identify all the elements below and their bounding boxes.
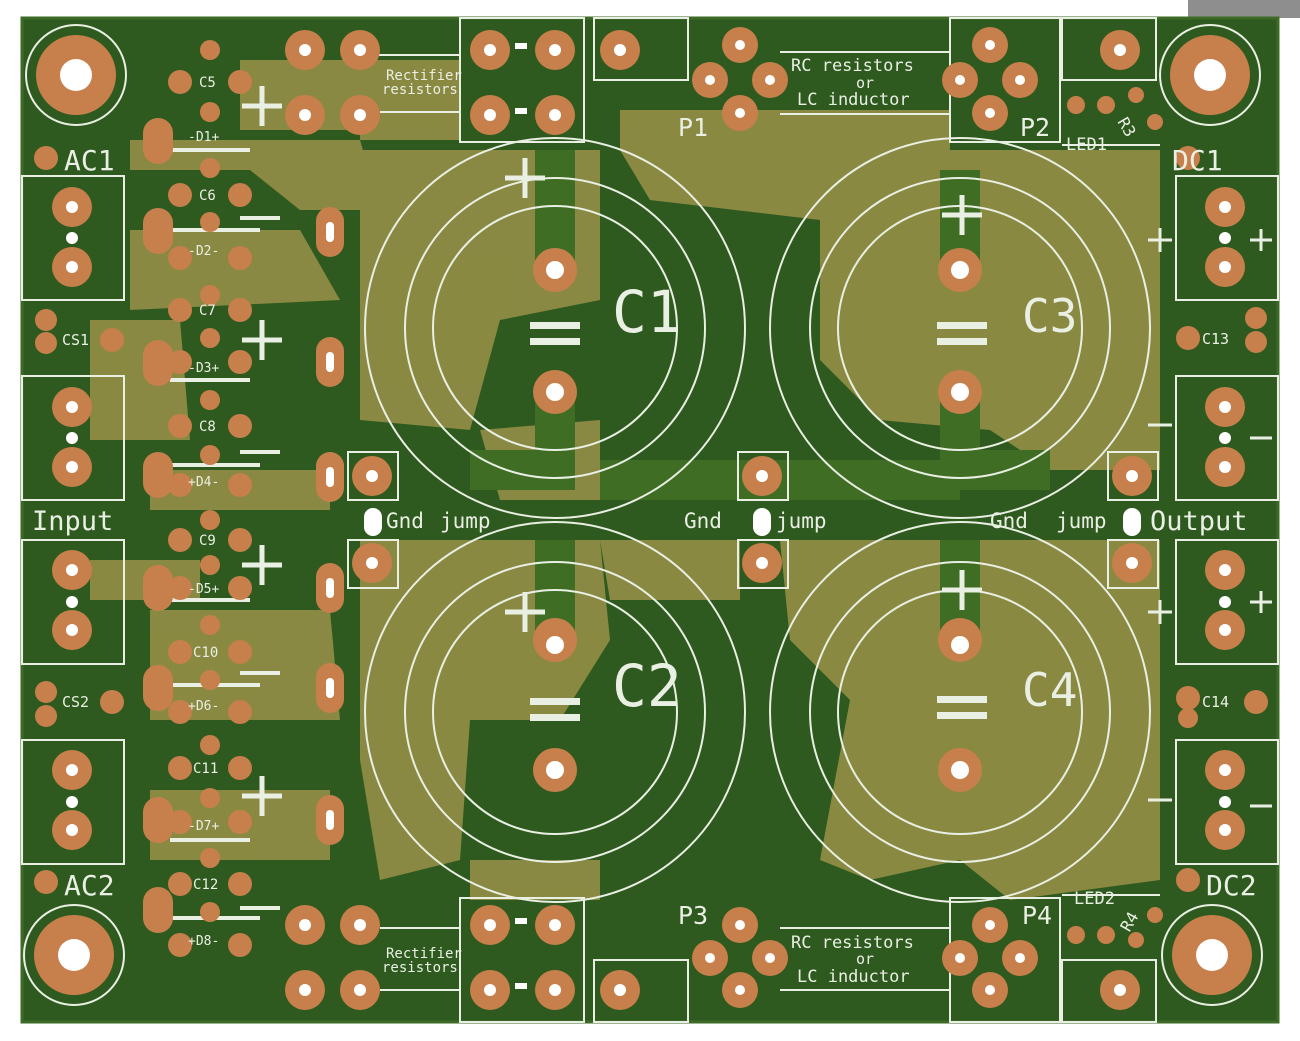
mounting-hole-top-right	[1159, 24, 1261, 126]
label-or-bottom: or	[856, 950, 874, 968]
label-dc1: DC1	[1172, 144, 1223, 177]
label-d3: -D3+	[188, 361, 219, 376]
label-c1: C1	[612, 278, 682, 346]
label-d2: -D2-	[188, 244, 219, 259]
label-d6: +D6-	[188, 699, 219, 714]
mounting-holes	[23, 24, 1263, 1006]
label-gnd-mid: Gnd	[684, 509, 722, 533]
label-rectifier-bottom: Rectifier	[386, 946, 462, 962]
label-rc-resistors-top: RC resistors	[791, 56, 914, 76]
label-c13: C13	[1202, 330, 1229, 348]
label-d8: +D8-	[188, 934, 219, 949]
diode-outlines	[170, 148, 280, 920]
window-corner-tab	[1188, 0, 1300, 18]
label-jump-mid: jump	[776, 509, 827, 533]
label-c2: C2	[612, 652, 682, 720]
label-or-top: or	[856, 74, 874, 92]
silkscreen-labels: AC1 AC2 DC1 DC2 Input Output CS1 CS2 C13…	[32, 56, 1257, 987]
label-d4: +D4-	[188, 475, 219, 490]
label-led1: LED1	[1066, 135, 1107, 155]
plus-minus-marks-right	[1148, 228, 1272, 808]
label-ac2: AC2	[64, 869, 115, 902]
label-gnd-left: Gnd	[386, 509, 424, 533]
jump-ovals	[364, 508, 1141, 536]
label-lc-inductor-bottom: LC inductor	[797, 967, 910, 987]
label-c12: C12	[193, 877, 218, 893]
label-p1: P1	[678, 113, 708, 142]
mounting-hole-top-left	[25, 24, 127, 126]
label-c4: C4	[1022, 663, 1077, 717]
label-ac1: AC1	[64, 144, 115, 177]
label-jump-left: jump	[440, 509, 491, 533]
mounting-hole-bottom-left	[23, 904, 125, 1006]
label-c10: C10	[193, 645, 218, 661]
connector-pin-dots	[66, 43, 1231, 989]
label-rectifier-top: Rectifier	[386, 68, 462, 84]
label-c3: C3	[1022, 289, 1077, 343]
label-jump-right: jump	[1056, 509, 1107, 533]
capacitor-outlines	[364, 137, 1151, 903]
label-c11: C11	[193, 761, 218, 777]
label-c14: C14	[1202, 693, 1229, 711]
label-d1: -D1+	[188, 130, 219, 145]
label-cs1: CS1	[62, 331, 89, 349]
label-c6: C6	[199, 188, 216, 204]
label-p4: P4	[1022, 901, 1052, 930]
label-d7: -D7+	[188, 819, 219, 834]
label-d5: -D5+	[188, 582, 219, 597]
label-resistors-top: resistors	[382, 82, 458, 98]
label-cs2: CS2	[62, 693, 89, 711]
drill-holes	[66, 40, 1231, 996]
label-c8: C8	[199, 419, 216, 435]
plus-marks-left	[242, 86, 282, 816]
silkscreen-lines	[22, 51, 1278, 991]
label-lc-inductor-top: LC inductor	[797, 90, 910, 110]
label-c7: C7	[199, 303, 216, 319]
label-output: Output	[1150, 506, 1248, 537]
label-c5: C5	[199, 75, 216, 91]
label-dc2: DC2	[1206, 869, 1257, 902]
label-led2: LED2	[1074, 889, 1115, 909]
pads-small	[34, 40, 1268, 957]
label-gnd-right: Gnd	[990, 509, 1028, 533]
label-rc-resistors-bottom: RC resistors	[791, 933, 914, 953]
label-c9: C9	[199, 533, 216, 549]
label-p2: P2	[1020, 113, 1050, 142]
mounting-hole-bottom-right	[1161, 904, 1263, 1006]
label-input: Input	[32, 506, 113, 537]
label-p3: P3	[678, 901, 708, 930]
capacitor-polarity-marks	[505, 158, 987, 721]
label-resistors-bottom: resistors	[382, 960, 458, 976]
